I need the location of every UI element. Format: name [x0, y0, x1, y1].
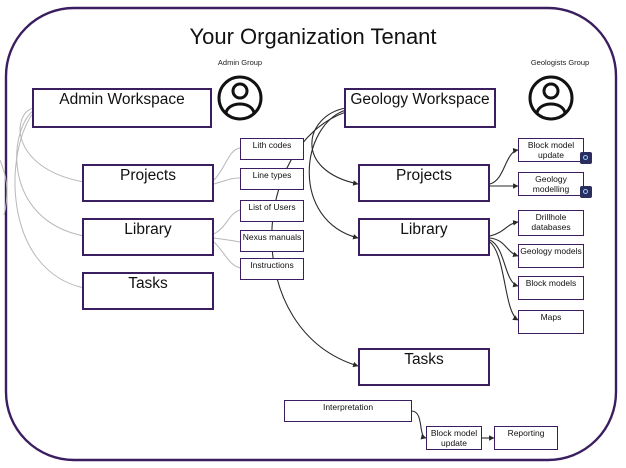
tenant-frame	[4, 6, 618, 462]
maps-box: Maps	[518, 310, 584, 334]
list-of-users-box: List of Users	[240, 200, 304, 222]
nexus-manuals-box: Nexus manuals	[240, 230, 304, 252]
geology-projects-box: Projects	[358, 164, 490, 202]
geology-library-box: Library	[358, 218, 490, 256]
admin-library-box: Library	[82, 218, 214, 256]
admin-connectors	[0, 107, 241, 289]
block-model-update-step-box: Block model update	[426, 426, 482, 450]
user-circle-icon	[217, 75, 263, 121]
diagram-title: Your Organization Tenant	[189, 24, 437, 49]
admin-workspace-box: Admin Workspace	[32, 88, 212, 128]
app-shortcut-icon[interactable]	[580, 186, 592, 198]
block-model-update-box: Block model update	[518, 138, 584, 162]
interpretation-box: Interpretation	[284, 400, 412, 422]
line-types-box: Line types	[240, 168, 304, 190]
block-models-box: Block models	[518, 276, 584, 300]
admin-tasks-box: Tasks	[82, 272, 214, 310]
user-circle-icon	[528, 75, 574, 121]
geologists-group-label: Geologists Group	[530, 58, 590, 67]
lith-codes-box: Lith codes	[240, 138, 304, 160]
geology-modelling-box: Geology modelling	[518, 172, 584, 196]
geology-models-box: Geology models	[518, 244, 584, 268]
geology-tasks-box: Tasks	[358, 348, 490, 386]
admin-projects-box: Projects	[82, 164, 214, 202]
reporting-box: Reporting	[494, 426, 558, 450]
geology-connectors	[271, 107, 519, 441]
geology-workspace-box: Geology Workspace	[344, 88, 496, 128]
drillhole-databases-box: Drillhole databases	[518, 210, 584, 236]
admin-group-label: Admin Group	[217, 58, 263, 67]
app-shortcut-icon[interactable]	[580, 152, 592, 164]
instructions-box: Instructions	[240, 258, 304, 280]
